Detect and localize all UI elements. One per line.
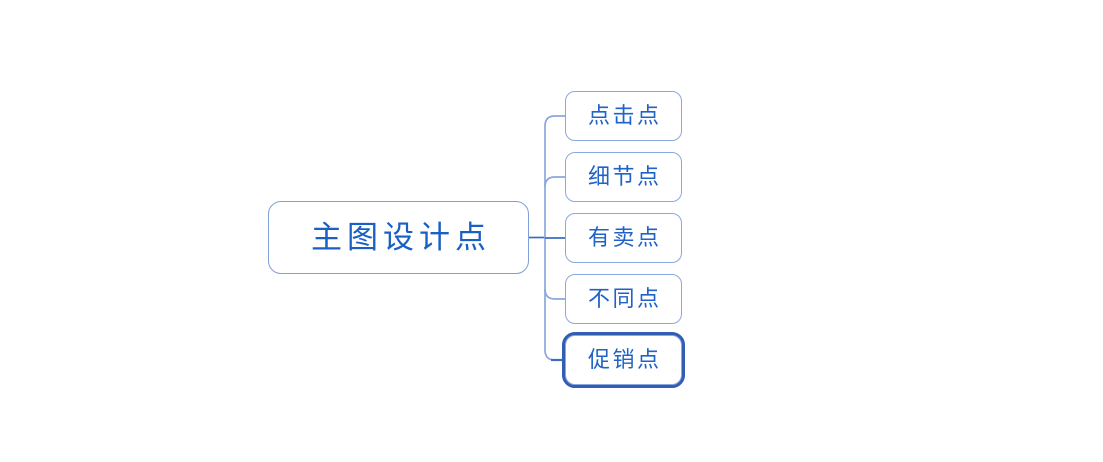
child-node-2-label: 细节点: [587, 164, 662, 189]
connector-child-3: [544, 288, 565, 300]
child-node-1-label: 点击点: [587, 103, 662, 128]
child-node-2[interactable]: 细节点: [565, 152, 682, 202]
child-node-3-label: 有卖点: [587, 225, 662, 250]
child-node-5-label: 促销点: [587, 347, 662, 372]
child-node-4[interactable]: 不同点: [565, 274, 682, 324]
child-node-1[interactable]: 点击点: [565, 91, 682, 141]
child-node-5-selected[interactable]: 促销点: [565, 335, 682, 385]
root-node-label: 主图设计点: [311, 220, 491, 255]
connector-trunk-upper: [544, 115, 565, 238]
connector-child-1: [544, 176, 565, 188]
child-node-4-label: 不同点: [587, 286, 662, 311]
root-node[interactable]: 主图设计点: [268, 201, 529, 274]
selection-ring: [562, 332, 685, 388]
child-node-3[interactable]: 有卖点: [565, 213, 682, 263]
